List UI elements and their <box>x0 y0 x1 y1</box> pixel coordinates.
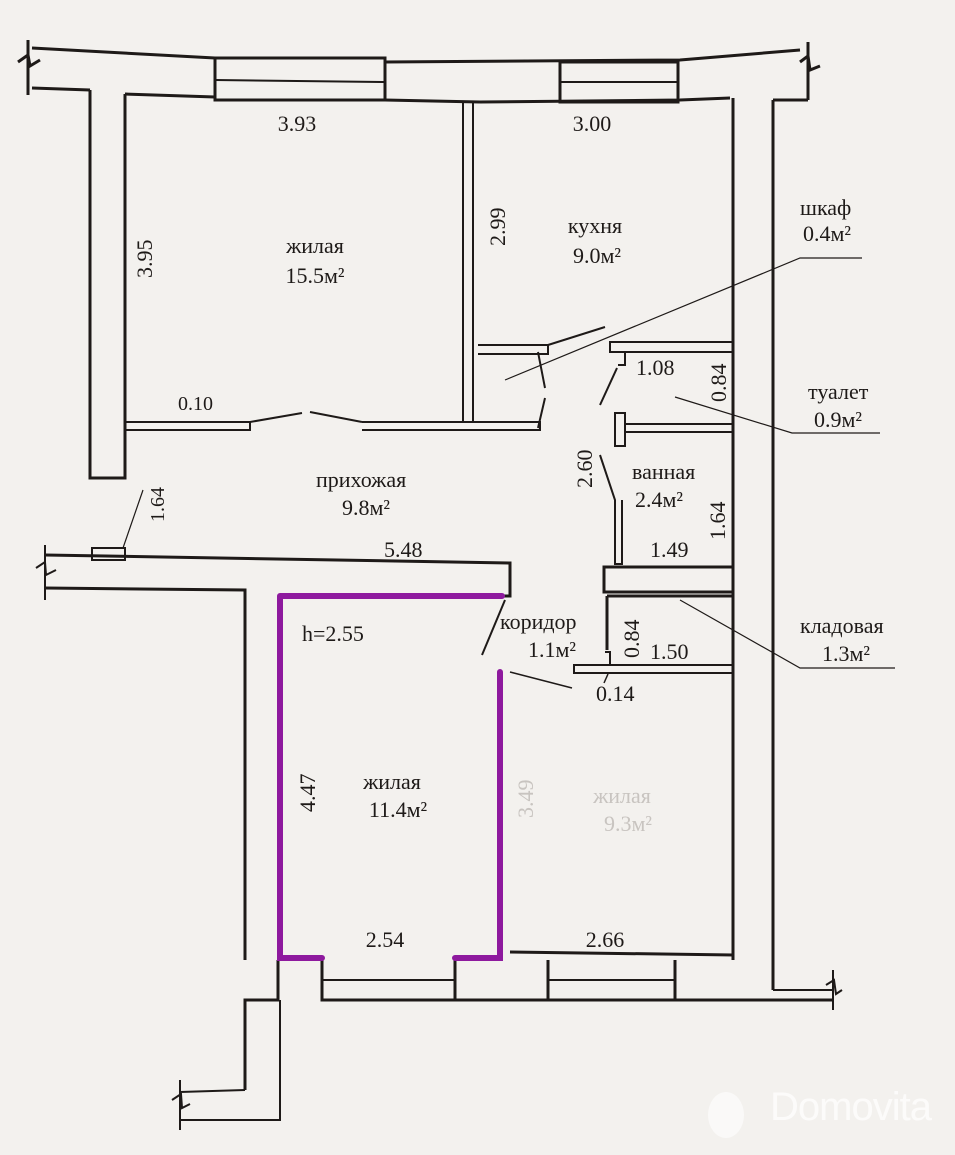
room-closet-name: шкаф <box>800 195 852 220</box>
room-living3-area: 9.3м² <box>603 811 653 836</box>
room-pantry-area: 1.3м² <box>822 641 871 666</box>
room-living1-area: 15.5м² <box>285 263 345 288</box>
wall-living1-kitchen <box>462 102 474 422</box>
dim-corridor-offset: 0.14 <box>596 681 635 706</box>
room-toilet-area: 0.9м² <box>814 407 863 432</box>
room-hallway-name: прихожая <box>316 467 407 492</box>
dim-hallway-width: 5.48 <box>384 537 423 562</box>
window-living1 <box>213 56 387 102</box>
highlight-living2 <box>277 593 505 961</box>
dim-kitchen-height: 2.99 <box>485 207 510 247</box>
leader-toilet <box>674 396 880 434</box>
dim-bathroom-height: 1.64 <box>705 501 730 541</box>
dim-pantry-height: 0.84 <box>619 619 644 659</box>
watermark-logo-icon <box>708 1092 744 1138</box>
leader-pantry <box>679 599 895 669</box>
room-hallway-area: 9.8м² <box>342 495 391 520</box>
break-mark-tr <box>799 42 821 100</box>
room-pantry-name: кладовая <box>800 613 884 638</box>
dim-hallway-depth: 1.64 <box>147 487 169 522</box>
leader-closet <box>504 257 862 381</box>
room-closet-area: 0.4м² <box>803 221 852 246</box>
break-mark-tl <box>17 40 41 95</box>
wall-top-inner <box>31 86 731 104</box>
wall-right <box>771 98 808 990</box>
dim-living3-width: 2.66 <box>585 927 625 952</box>
wall-bathroom-bottom <box>602 565 735 594</box>
room-living2-name: жилая <box>363 769 421 794</box>
dim-living2-width: 2.54 <box>365 927 405 952</box>
dim-living3-height: 3.49 <box>513 779 538 819</box>
room-corridor-name: коридор <box>500 609 577 634</box>
room-toilet-name: туалет <box>808 379 869 404</box>
room-bathroom-area: 2.4м² <box>635 487 684 512</box>
dim-living1-height: 3.95 <box>132 239 157 279</box>
dim-wall-offset: 0.10 <box>178 393 213 415</box>
room-corridor-area: 1.1м² <box>528 637 577 662</box>
dim-living1-width: 3.93 <box>277 111 317 136</box>
dim-toilet-width: 1.08 <box>636 355 675 380</box>
watermark: Domovita <box>770 1085 932 1129</box>
room-bathroom-name: ванная <box>632 459 696 484</box>
room-living2-area: 11.4м² <box>368 797 428 822</box>
dim-hallway-side: 2.60 <box>572 449 597 489</box>
dim-kitchen-width: 3.00 <box>572 111 612 136</box>
room-kitchen-name: кухня <box>567 213 623 238</box>
dim-living2-height: 4.47 <box>295 773 320 813</box>
dim-pantry-width: 1.50 <box>650 639 689 664</box>
dim-bathroom-width: 1.49 <box>650 537 689 562</box>
wall-top-outer <box>31 46 801 64</box>
room-living1-name: жилая <box>286 233 344 258</box>
dim-toilet-height: 0.84 <box>706 363 731 403</box>
room-kitchen-area: 9.0м² <box>572 243 622 268</box>
room-living3-name: жилая <box>593 783 651 808</box>
ceiling-height: h=2.55 <box>302 621 364 646</box>
